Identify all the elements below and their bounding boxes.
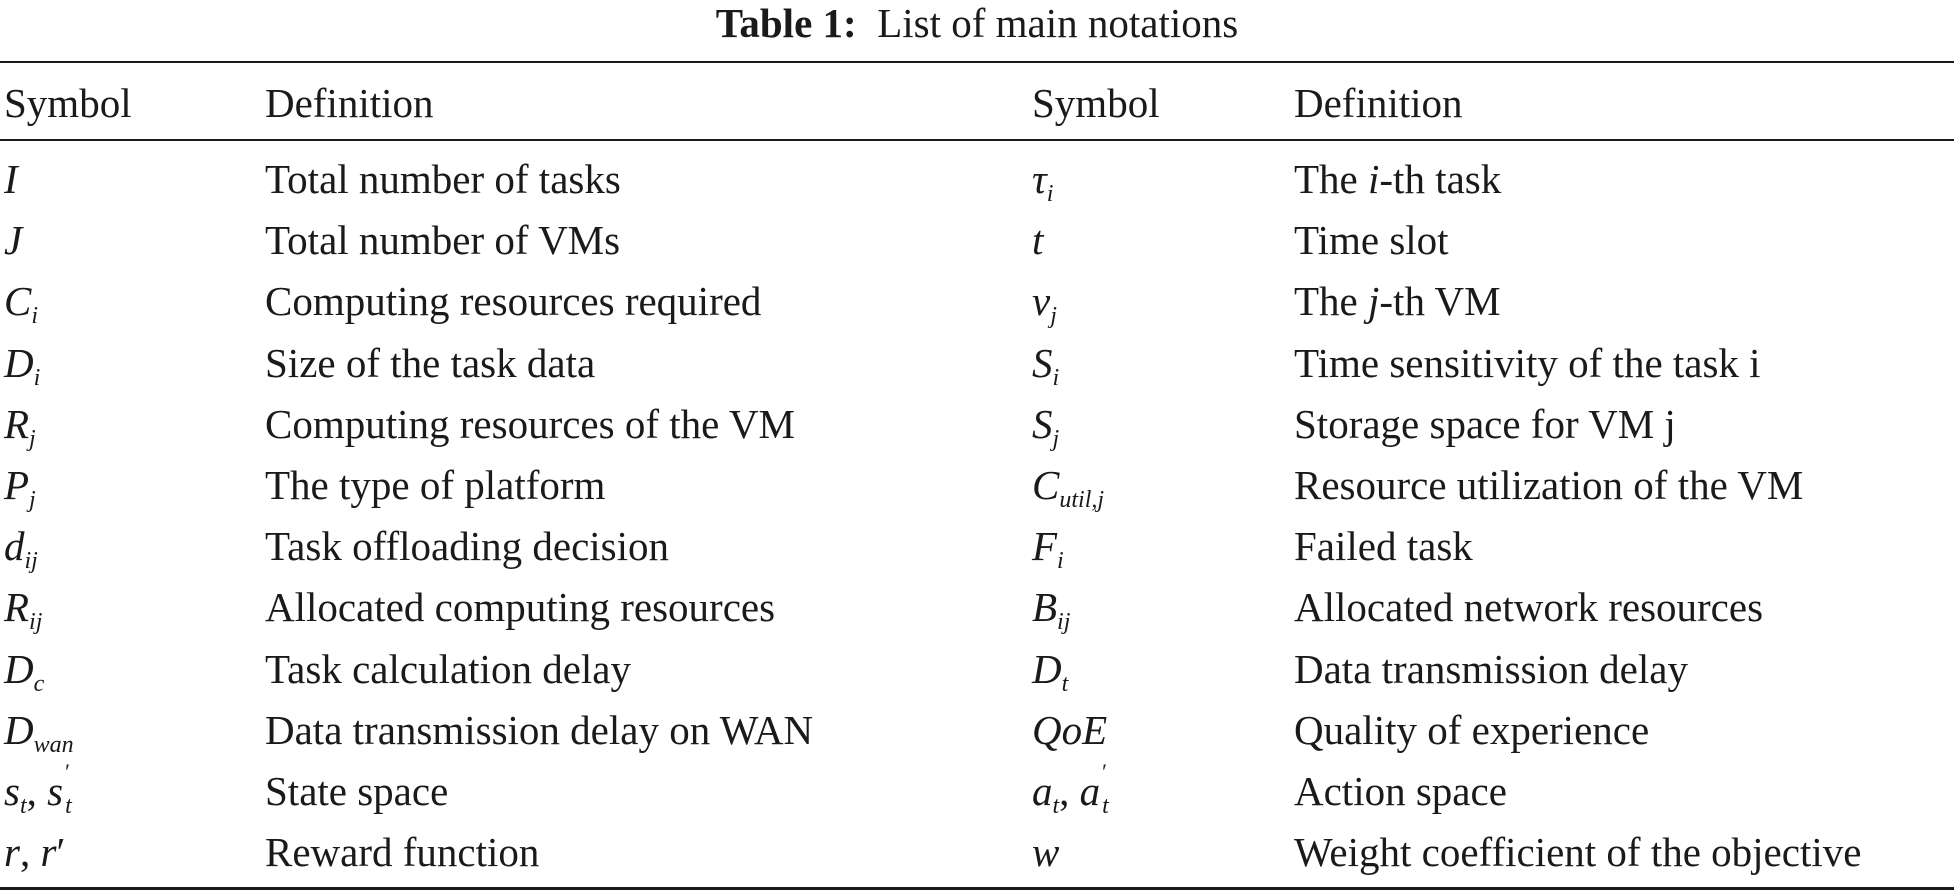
definition-cell: Weight coefficient of the objective xyxy=(1294,829,1862,876)
symbol-cell: Bij xyxy=(1032,584,1071,636)
header-definition-right: Definition xyxy=(1294,80,1463,126)
definition-cell: Total number of tasks xyxy=(265,156,621,202)
symbol-cell: dij xyxy=(4,523,38,575)
table-row: Dc Task calculation delay Dt Data transm… xyxy=(0,642,1954,703)
symbol-cell: QoE xyxy=(1032,706,1108,753)
table-caption-text: List of main notations xyxy=(877,0,1239,46)
table-row: Dwan Data transmission delay on WAN QoE … xyxy=(0,703,1954,764)
table-row: st, s′t State space at, a′t Action space xyxy=(0,758,1954,825)
symbol-cell: Rj xyxy=(4,400,36,452)
table-row: Rij Allocated computing resources Bij Al… xyxy=(0,580,1954,641)
definition-cell: Computing resources required xyxy=(265,278,762,325)
table-row: r, r′ Reward function w Weight coefficie… xyxy=(0,825,1954,886)
table-row: Rj Computing resources of the VM Sj Stor… xyxy=(0,397,1954,458)
definition-cell: Action space xyxy=(1294,767,1507,814)
symbol-cell: I xyxy=(4,156,18,202)
definition-cell: Time sensitivity of the task i xyxy=(1294,339,1761,386)
symbol-cell: Cutil,j xyxy=(1032,461,1105,513)
definition-cell: Data transmission delay on WAN xyxy=(265,706,814,753)
header-symbol-right: Symbol xyxy=(1032,80,1160,126)
definition-cell: Task offloading decision xyxy=(265,523,670,570)
definition-cell: Size of the task data xyxy=(265,339,596,386)
table-header-row: Symbol Definition Symbol Definition xyxy=(0,76,1954,130)
symbol-cell: Si xyxy=(1032,339,1060,391)
definition-cell: Storage space for VM j xyxy=(1294,400,1676,447)
definition-cell: Quality of experience xyxy=(1294,706,1650,753)
table-row: Pj The type of platform Cutil,j Resource… xyxy=(0,458,1954,519)
symbol-cell: at, a′t xyxy=(1032,758,1109,819)
symbol-cell: t xyxy=(1032,217,1044,264)
symbol-cell: Rij xyxy=(4,584,43,636)
definition-cell: Resource utilization of the VM xyxy=(1294,461,1804,508)
definition-cell: Reward function xyxy=(265,829,540,876)
table-body: I Total number of tasks τi The i-th task… xyxy=(0,152,1954,886)
symbol-cell: Di xyxy=(4,339,41,391)
definition-cell: Allocated computing resources xyxy=(265,584,776,631)
symbol-cell: Dc xyxy=(4,645,45,697)
symbol-cell: Ci xyxy=(4,278,39,330)
symbol-cell: r, r′ xyxy=(4,829,66,876)
definition-cell: Failed task xyxy=(1294,523,1473,570)
symbol-cell: w xyxy=(1032,829,1060,876)
definition-cell: Total number of VMs xyxy=(265,217,621,264)
definition-cell: Allocated network resources xyxy=(1294,584,1764,631)
header-definition-left: Definition xyxy=(265,80,434,126)
table-row: Ci Computing resources required vj The j… xyxy=(0,274,1954,335)
definition-cell: Time slot xyxy=(1294,217,1449,264)
definition-cell: Computing resources of the VM xyxy=(265,400,795,447)
table-row: I Total number of tasks τi The i-th task xyxy=(0,152,1954,213)
table-header-rule xyxy=(0,139,1954,141)
header-symbol-left: Symbol xyxy=(4,80,132,126)
table-row: J Total number of VMs t Time slot xyxy=(0,213,1954,274)
symbol-cell: J xyxy=(4,217,23,264)
definition-cell: The j-th VM xyxy=(1294,278,1501,325)
symbol-cell: Dwan xyxy=(4,706,74,758)
definition-cell: The i-th task xyxy=(1294,156,1502,202)
table-top-rule xyxy=(0,61,1954,63)
symbol-cell: Fi xyxy=(1032,523,1064,575)
definition-cell: Data transmission delay xyxy=(1294,645,1688,692)
table-caption: Table 1: List of main notations xyxy=(0,0,1954,46)
definition-cell: Task calculation delay xyxy=(265,645,631,692)
symbol-cell: Sj xyxy=(1032,400,1060,452)
table-row: dij Task offloading decision Fi Failed t… xyxy=(0,519,1954,580)
symbol-cell: vj xyxy=(1032,278,1057,330)
table-row: Di Size of the task data Si Time sensiti… xyxy=(0,336,1954,397)
table-bottom-rule xyxy=(0,887,1954,890)
definition-cell: State space xyxy=(265,767,449,814)
table-caption-label: Table 1: xyxy=(715,0,857,46)
symbol-cell: st, s′t xyxy=(4,758,72,819)
symbol-cell: Pj xyxy=(4,461,36,513)
symbol-cell: τi xyxy=(1032,156,1054,207)
symbol-cell: Dt xyxy=(1032,645,1069,697)
definition-cell: The type of platform xyxy=(265,461,606,508)
